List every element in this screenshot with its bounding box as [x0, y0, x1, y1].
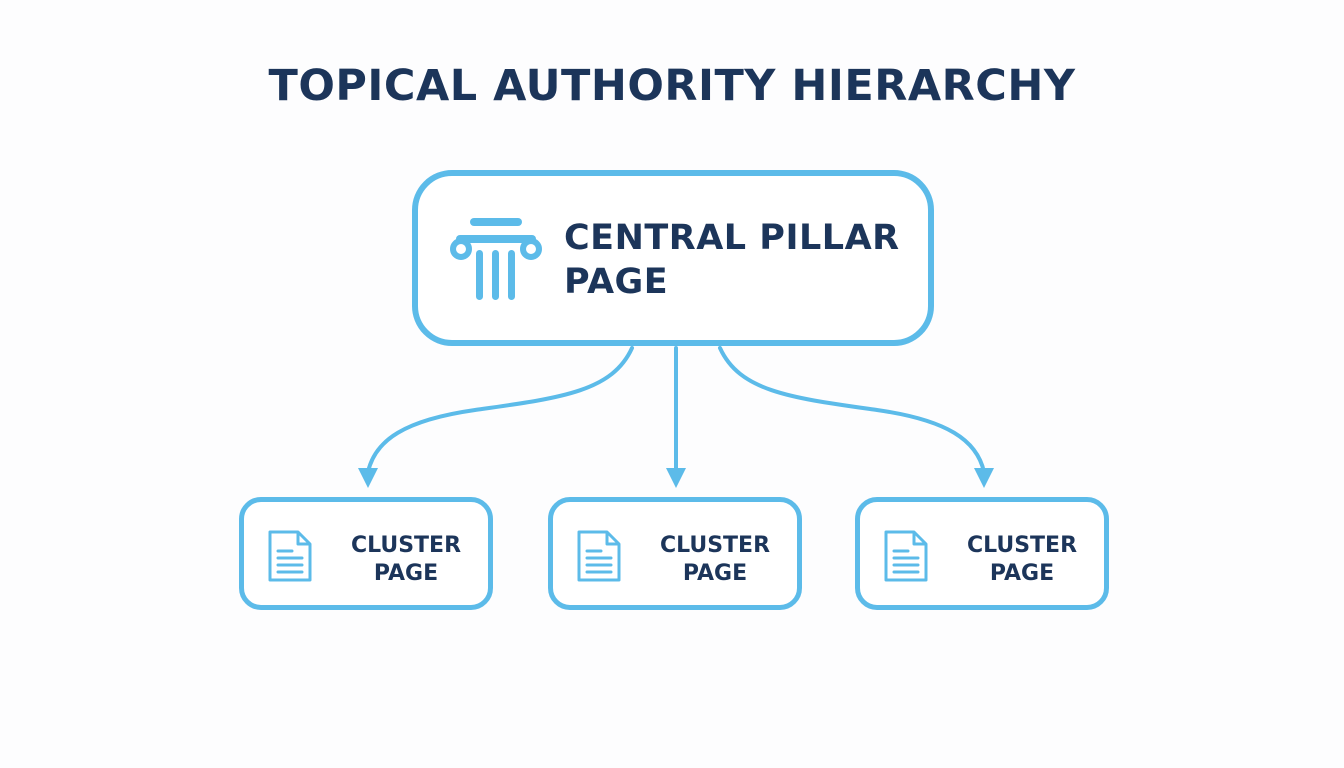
cluster-page-label: CLUSTER PAGE: [659, 533, 771, 586]
diagram-title: TOPICAL AUTHORITY HIERARCHY: [268, 61, 1076, 111]
cluster-page-label: CLUSTER PAGE: [350, 533, 462, 586]
arrowhead-left: [358, 468, 378, 488]
document-icon: [577, 530, 621, 582]
pillar-column-icon: [450, 218, 542, 300]
connector-left: [366, 346, 634, 474]
cluster-page-node: CLUSTER PAGE: [239, 497, 493, 610]
connector-right: [718, 346, 986, 474]
cluster-page-node: CLUSTER PAGE: [548, 497, 802, 610]
pillar-page-node: CENTRAL PILLAR PAGE: [412, 170, 934, 346]
document-icon: [884, 530, 928, 582]
cluster-page-label: CLUSTER PAGE: [966, 533, 1078, 586]
cluster-page-node: CLUSTER PAGE: [855, 497, 1109, 610]
arrowhead-right: [974, 468, 994, 488]
pillar-page-label: CENTRAL PILLAR PAGE: [564, 218, 900, 302]
arrowhead-center: [666, 468, 686, 488]
document-icon: [268, 530, 312, 582]
